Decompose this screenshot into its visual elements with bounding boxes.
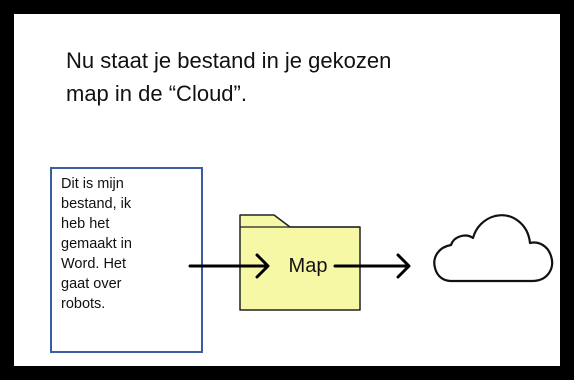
- document-text-line: gaat over: [61, 276, 122, 292]
- document-text-line: Word. Het: [61, 256, 127, 272]
- document-text-line: gemaakt in: [61, 236, 132, 252]
- document-text-line: robots.: [61, 296, 106, 312]
- heading-line-2: map in de “Cloud”.: [66, 81, 247, 106]
- cloud-icon: [433, 214, 554, 283]
- document-text-line: heb het: [61, 216, 110, 232]
- folder-label: Map: [288, 255, 328, 277]
- diagram-graphics: [188, 214, 554, 311]
- arrow-right-icon: [188, 253, 270, 279]
- folder-icon: [239, 214, 361, 311]
- slide: Nu staat je bestand in je gekozen map in…: [14, 14, 560, 366]
- heading-line-1: Nu staat je bestand in je gekozen: [66, 48, 392, 73]
- slide-heading: Nu staat je bestand in je gekozen map in…: [66, 44, 506, 110]
- document-text-line: Dit is mijn: [61, 176, 124, 192]
- arrow-right-icon: [333, 253, 411, 279]
- document-box: Dit is mijn bestand, ik heb het gemaakt …: [50, 167, 203, 353]
- document-text-line: bestand, ik: [61, 196, 132, 212]
